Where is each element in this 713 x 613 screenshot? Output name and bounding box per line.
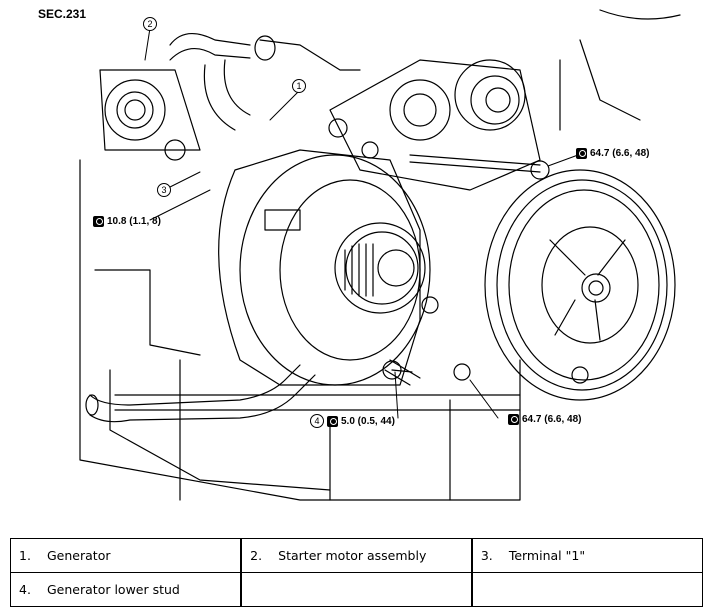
engine-block xyxy=(79,9,681,501)
callout-1: 1 xyxy=(292,79,306,93)
idler-bracket xyxy=(99,69,201,161)
callout-number: 3 xyxy=(157,183,171,197)
callout-number: 2 xyxy=(143,17,157,31)
legend-index: 1. xyxy=(19,548,31,563)
torque-spec: 64.7 (6.6, 48) xyxy=(522,414,582,425)
torque-callout-left: 10.8 (1.1, 8) xyxy=(93,216,161,227)
engine-generator-diagram xyxy=(79,9,681,501)
legend-label: Generator lower stud xyxy=(47,582,180,597)
callout-4: 4 5.0 (0.5, 44) xyxy=(310,414,395,428)
legend-index: 4. xyxy=(19,582,31,597)
legend-label: Generator xyxy=(47,548,111,563)
legend-label: Starter motor assembly xyxy=(278,548,427,563)
torque-wrench-icon xyxy=(93,216,104,227)
torque-callout-lower-right: 64.7 (6.6, 48) xyxy=(508,414,581,425)
torque-spec: 10.8 (1.1, 8) xyxy=(107,216,161,227)
crankshaft-pulley xyxy=(484,169,676,401)
legend-label: Terminal "1" xyxy=(508,548,586,563)
callout-2: 2 xyxy=(143,17,157,31)
legend-cell: 2. Starter motor assembly xyxy=(240,538,473,573)
studs xyxy=(382,296,471,381)
torque-wrench-icon xyxy=(327,415,338,427)
legend-row: 4. Generator lower stud xyxy=(10,572,703,607)
section-label: SEC.231 xyxy=(38,7,87,21)
torque-spec: 5.0 (0.5, 44) xyxy=(341,415,395,427)
legend-cell: 3. Terminal "1" xyxy=(470,538,703,573)
callout-3: 3 xyxy=(157,183,171,197)
legend-index: 2. xyxy=(250,548,263,563)
torque-spec: 64.7 (6.6, 48) xyxy=(590,148,650,159)
generator-body xyxy=(218,149,431,386)
coolant-hose xyxy=(85,364,316,423)
callout-number: 4 xyxy=(310,414,324,428)
torque-callout-upper-right: 64.7 (6.6, 48) xyxy=(576,148,649,159)
tensioner-pulleys xyxy=(328,59,550,191)
legend-cell: 1. Generator xyxy=(10,538,242,573)
upper-piping xyxy=(169,33,361,131)
callout-number: 1 xyxy=(292,79,306,93)
legend-row: 1. Generator 2. Starter motor assembly 3. T… xyxy=(10,538,703,573)
torque-wrench-icon xyxy=(576,148,587,159)
legend-cell xyxy=(240,572,473,607)
parts-legend-table: 1. Generator 2. Starter motor assembly 3. T… xyxy=(10,538,703,607)
legend-index: 3. xyxy=(480,548,493,563)
torque-wrench-icon xyxy=(508,414,519,425)
legend-cell: 4. Generator lower stud xyxy=(10,572,242,607)
legend-cell xyxy=(470,572,703,607)
